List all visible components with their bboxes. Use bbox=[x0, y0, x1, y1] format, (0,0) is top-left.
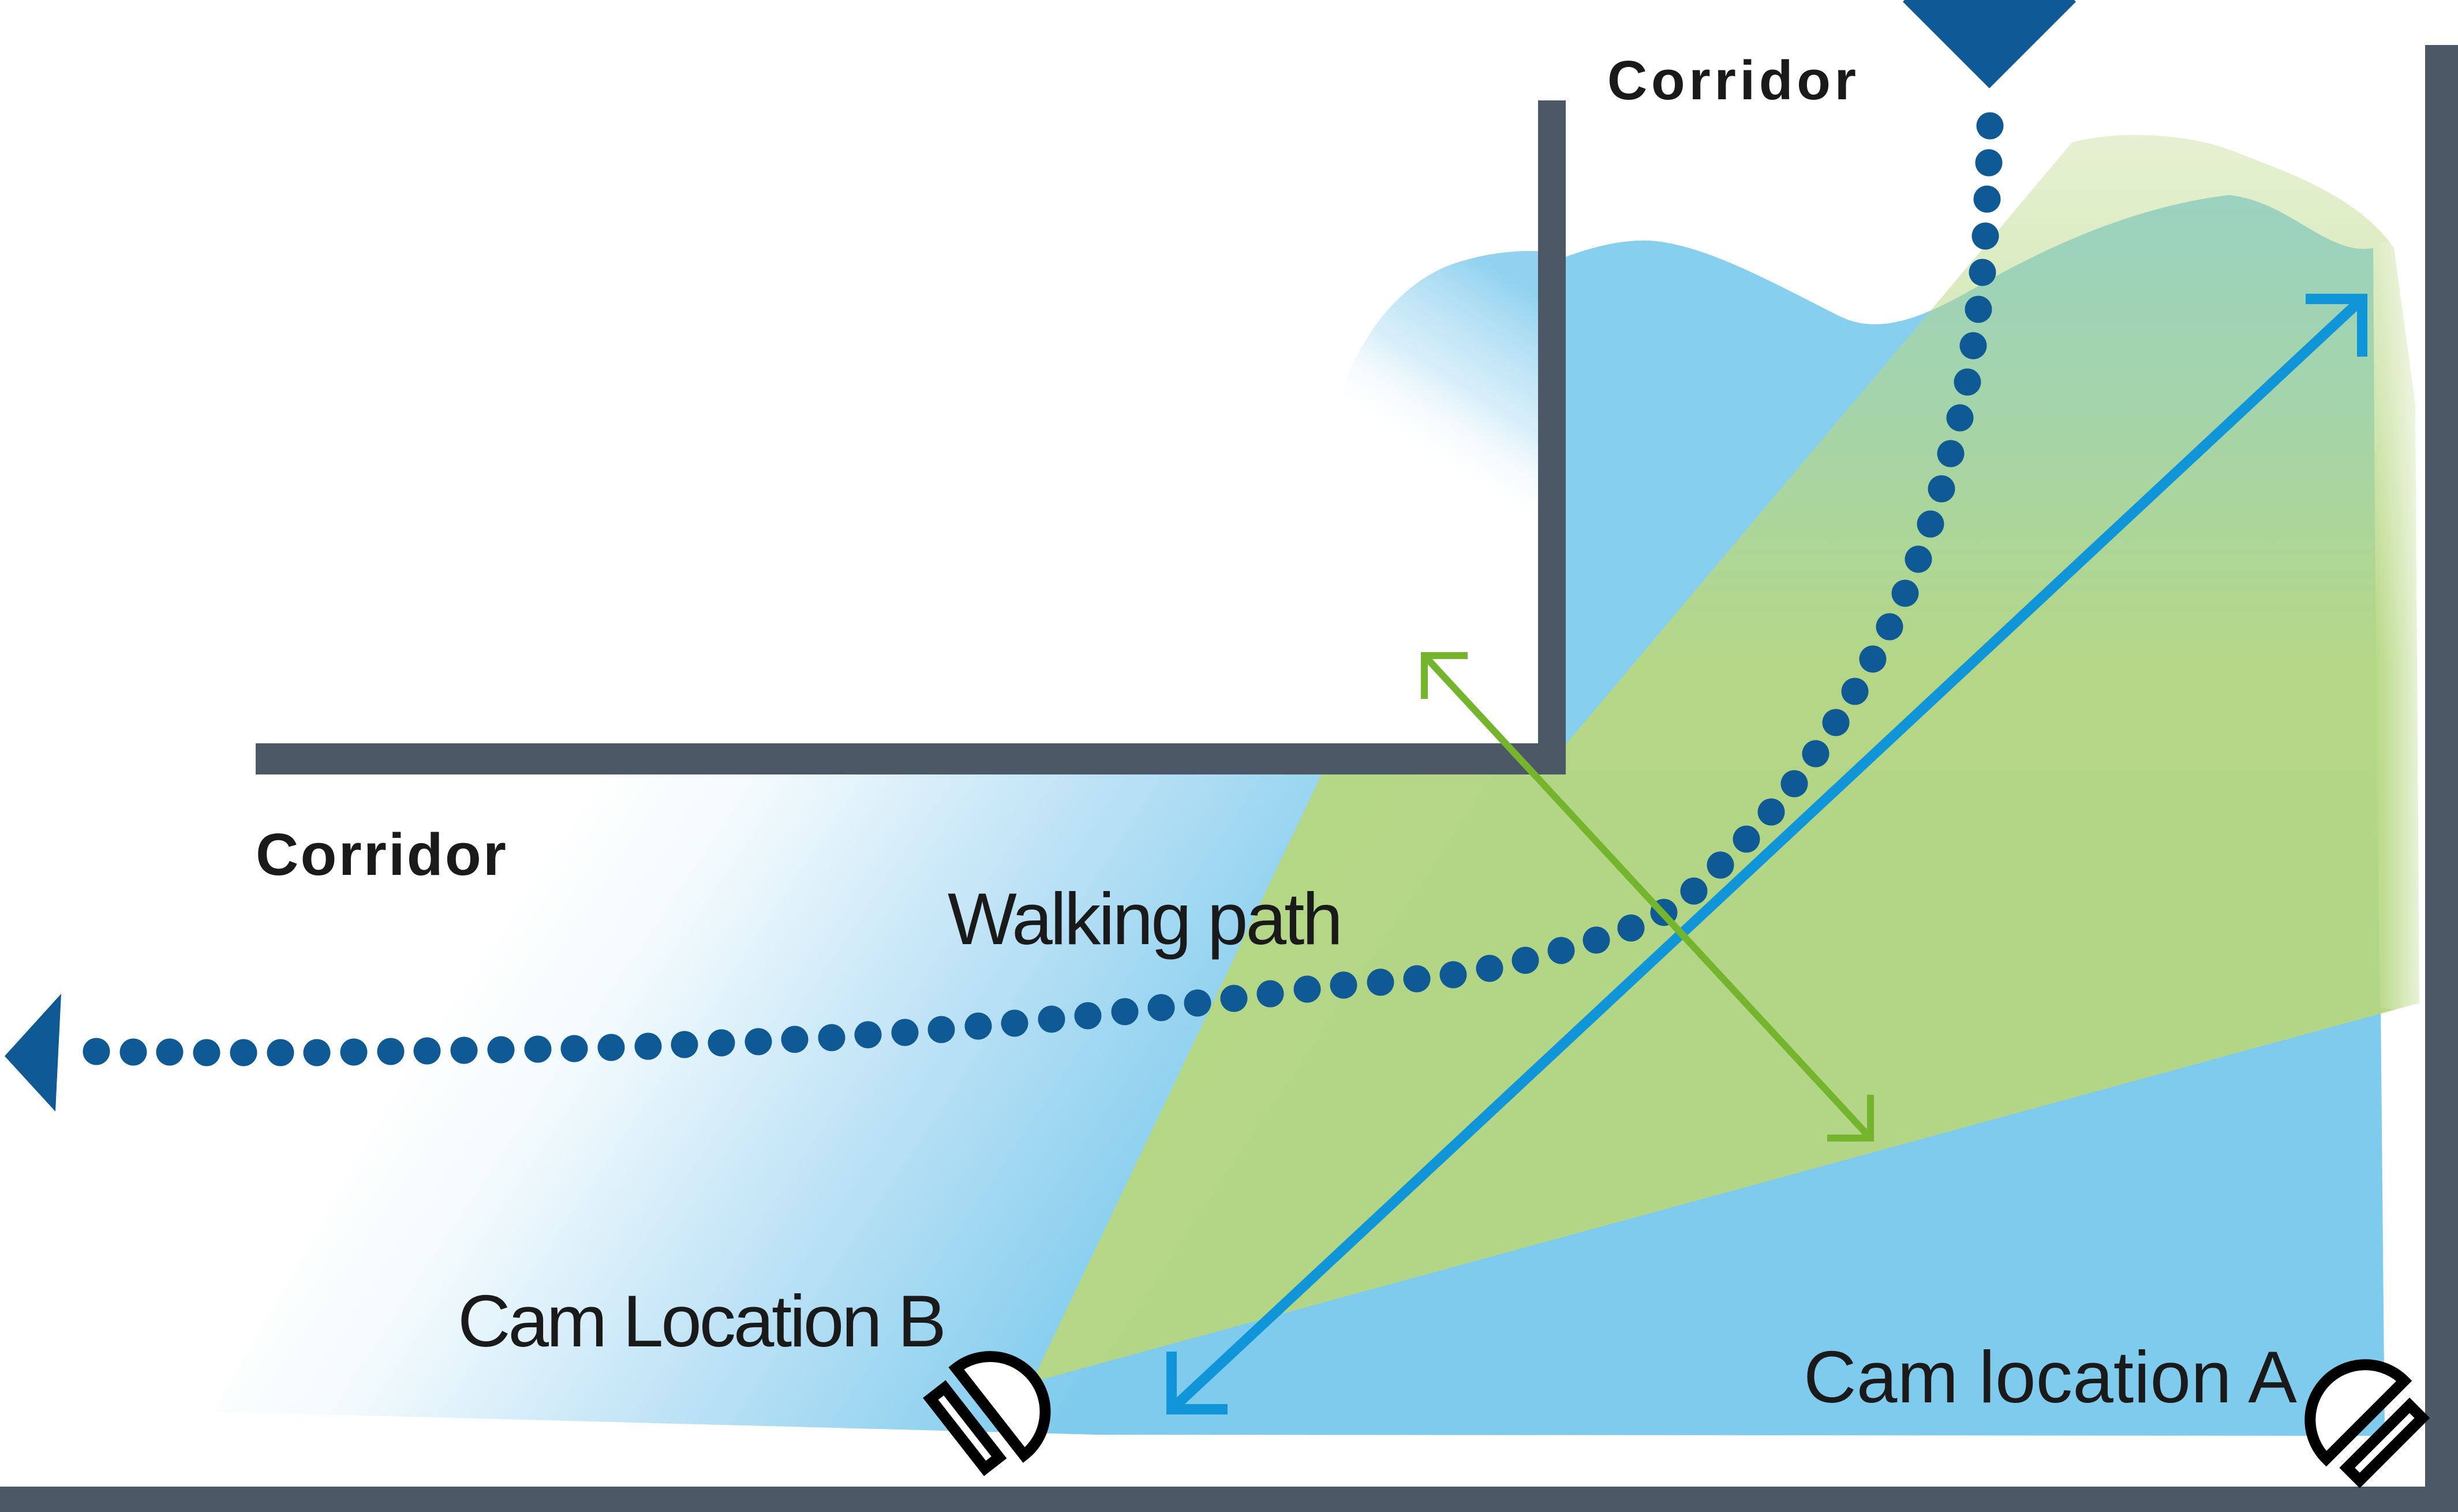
svg-text:Corridor: Corridor bbox=[256, 821, 506, 888]
svg-text:Cam Location B: Cam Location B bbox=[458, 1280, 946, 1362]
svg-text:Cam location A: Cam location A bbox=[1804, 1336, 2297, 1418]
svg-text:Corridor: Corridor bbox=[1607, 50, 1856, 111]
svg-text:Walking path: Walking path bbox=[948, 878, 1343, 960]
